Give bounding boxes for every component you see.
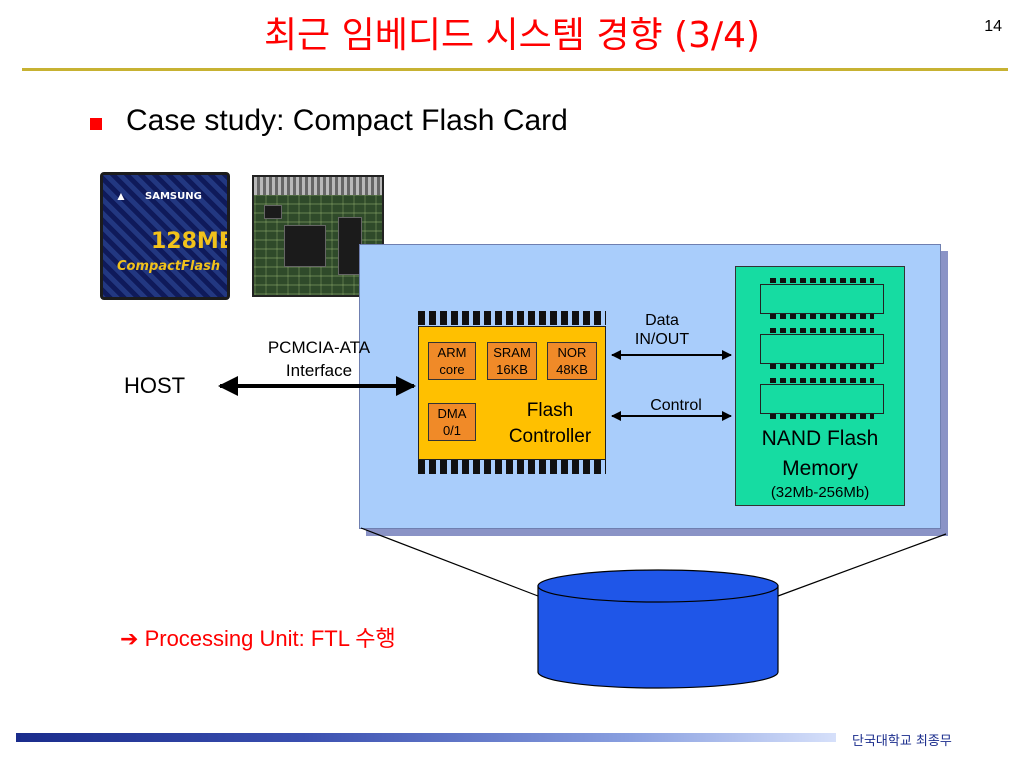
card-capacity: 128MB — [151, 229, 230, 254]
control-bus-label: Control — [650, 397, 702, 414]
nand-chip-pins — [770, 328, 874, 333]
nor-block: NOR 48KB — [547, 342, 597, 380]
callout-line-right — [777, 533, 947, 597]
nand-flash-size: (32Mb-256Mb) — [770, 484, 870, 501]
data-bus-label: Data IN/OUT — [634, 312, 690, 348]
card-brand: SAMSUNG — [145, 191, 202, 202]
nand-chip-pins — [770, 414, 874, 419]
host-label: HOST — [124, 373, 186, 398]
pcb-chip — [264, 205, 282, 219]
title-rule — [22, 68, 1008, 71]
card-pattern — [103, 175, 227, 297]
callout-line-left — [360, 527, 539, 597]
bullet-text: Case study: Compact Flash Card — [126, 104, 568, 137]
nand-chip — [760, 334, 884, 364]
right-arrow-icon: ➔ — [120, 626, 139, 651]
flash-controller-label: Flash Controller — [508, 400, 592, 447]
controller-pins-top — [418, 311, 606, 325]
nand-chip-pins — [770, 314, 874, 319]
pcb-chip — [284, 225, 326, 267]
nand-chip-pins — [770, 364, 874, 369]
footer-author: 단국대학교 최종무 — [852, 734, 952, 749]
nand-flash-label: NAND Flash Memory — [761, 427, 879, 480]
card-logo: CompactFlash — [117, 259, 221, 274]
dma-block: DMA 0/1 — [428, 403, 476, 441]
slide-title: 최근 임베디드 시스템 경향 (3/4) — [263, 15, 761, 56]
insert-arrow-icon: ▲ — [115, 189, 127, 203]
processing-unit-text: Processing Unit: FTL 수행 — [144, 626, 396, 651]
nand-chip — [760, 284, 884, 314]
sram-block: SRAM 16KB — [487, 342, 537, 380]
compact-flash-card-photo: ▲ SAMSUNG 128MB CompactFlash — [100, 172, 230, 300]
storage-cylinder — [537, 569, 779, 689]
pcb-connector — [254, 177, 382, 195]
nand-chip — [760, 384, 884, 414]
footer-bar — [16, 733, 836, 742]
nand-chip-pins — [770, 278, 874, 283]
controller-pins-bottom — [418, 460, 606, 474]
page-number: 14 — [984, 18, 1002, 35]
bullet-square-icon — [90, 118, 102, 130]
arm-core-block: ARM core — [428, 342, 476, 380]
nand-chip-pins — [770, 378, 874, 383]
processing-unit-note: ➔ Processing Unit: FTL 수행 — [120, 624, 396, 654]
pcmcia-interface-label: PCMCIA-ATA Interface — [267, 338, 371, 380]
